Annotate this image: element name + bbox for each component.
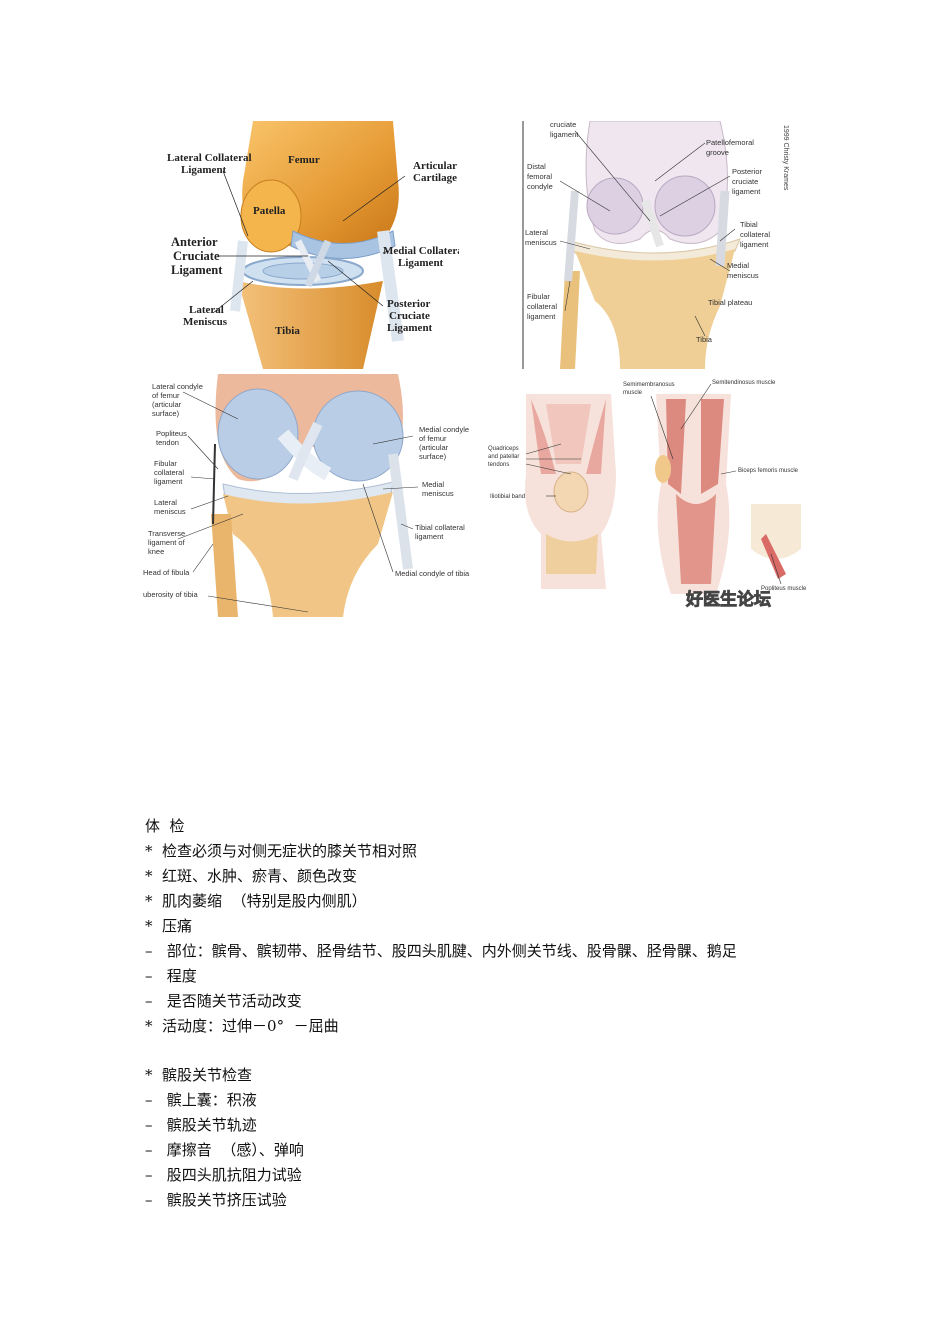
label-lat-condyle-1: Lateral condyle bbox=[152, 382, 203, 391]
label-distal-2: femoral bbox=[527, 172, 552, 181]
label-fib-coll-1: Fibular bbox=[154, 459, 177, 468]
figure-knee-muscles: Semimembranosus muscle Semitendinosus mu… bbox=[486, 374, 822, 617]
label-tibial-collateral-1: Tibial bbox=[740, 220, 758, 229]
label-pcl-2: Cruciate bbox=[389, 310, 430, 322]
label-cruciate-2: ligament bbox=[550, 130, 579, 139]
label-posterior-cruciate-3: ligament bbox=[732, 187, 761, 196]
label-med-condyle-tibia: Medial condyle of tibia bbox=[395, 569, 470, 578]
exam-line: – 程度 bbox=[145, 967, 197, 985]
label-semitendinosus: Semitendinosus muscle bbox=[712, 380, 776, 386]
patellofemoral-line: – 髌上囊：积液 bbox=[145, 1091, 257, 1109]
label-posterior-cruciate-1: Posterior bbox=[732, 167, 763, 176]
label-lat-condyle-4: surface) bbox=[152, 409, 180, 418]
figure-knee-anterior-ligaments: Lateral Collateral Ligament Femur Patell… bbox=[143, 121, 459, 369]
label-popliteus-muscle: Popliteus muscle bbox=[761, 586, 807, 592]
label-patellofemoral-2: groove bbox=[706, 148, 729, 157]
label-quadriceps-1: Quadriceps bbox=[488, 446, 519, 452]
exam-line: – 部位：髌骨、髌韧带、胫骨结节、股四头肌腱、内外侧关节线、股骨髁、胫骨髁、鹅足 bbox=[145, 942, 737, 960]
label-credit: 1999 Christy Krames bbox=[782, 125, 789, 191]
label-tibial-collateral-2: collateral bbox=[740, 230, 770, 239]
label-popliteus-1: Popliteus bbox=[156, 429, 187, 438]
exam-line: * 检查必须与对侧无症状的膝关节相对照 bbox=[145, 842, 418, 860]
label-quadriceps-3: tendons bbox=[488, 462, 509, 468]
label-mcl-1: Medial Collateral bbox=[383, 245, 459, 257]
label-medial-meniscus-2: meniscus bbox=[727, 271, 759, 280]
label-fibular-collateral-2: collateral bbox=[527, 302, 557, 311]
label-transverse-3: knee bbox=[148, 547, 164, 556]
label-distal-3: condyle bbox=[527, 182, 553, 191]
label-tibial-collateral-3: ligament bbox=[740, 240, 769, 249]
label-popliteus-2: tendon bbox=[156, 438, 179, 447]
label-acl-2: Cruciate bbox=[173, 249, 220, 263]
label-quadriceps-2: and patellar bbox=[488, 454, 519, 460]
label-head-fibula: Head of fibula bbox=[143, 568, 190, 577]
label-fibular-collateral-3: ligament bbox=[527, 312, 556, 321]
label-fib-coll-2: collateral bbox=[154, 468, 184, 477]
label-acl-1: Anterior bbox=[171, 235, 218, 249]
label-iliotibial: Iliotibial band bbox=[490, 494, 525, 500]
label-patellofemoral-1: Patellofemoral bbox=[706, 138, 754, 147]
exam-line: * 红斑、水肿、瘀青、颜色改变 bbox=[145, 867, 358, 885]
exam-line: * 活动度：过伸－0° －屈曲 bbox=[145, 1017, 339, 1035]
figure-knee-flexed-detailed: Lateral condyle of femur (articular surf… bbox=[143, 374, 485, 617]
label-tuberosity: uberosity of tibia bbox=[143, 590, 198, 599]
label-cruciate-1: cruciate bbox=[550, 121, 576, 129]
label-med-men-2: meniscus bbox=[422, 489, 454, 498]
label-tibial-plateau: Tibial plateau bbox=[708, 298, 752, 307]
label-med-condyle-3: (articular bbox=[419, 443, 449, 452]
label-lcl-1: Lateral Collateral bbox=[167, 152, 252, 164]
patella-shape bbox=[240, 179, 302, 253]
label-tibia-tr: Tibia bbox=[696, 335, 713, 344]
label-articular-1: Articular bbox=[413, 160, 457, 172]
label-biceps: Biceps femoris muscle bbox=[738, 468, 799, 474]
label-fibular-collateral-1: Fibular bbox=[527, 292, 550, 301]
exam-line: – 是否随关节活动改变 bbox=[145, 992, 302, 1010]
label-lat-men-bl-1: Lateral bbox=[154, 498, 177, 507]
label-med-men-1: Medial bbox=[422, 480, 444, 489]
label-mcl-2: Ligament bbox=[398, 257, 444, 269]
patellofemoral-line: – 摩擦音 （感）、弹响 bbox=[145, 1141, 304, 1159]
watermark: 好医生论坛 bbox=[685, 589, 771, 610]
label-tib-coll-2: ligament bbox=[415, 532, 444, 541]
label-posterior-cruciate-2: cruciate bbox=[732, 177, 758, 186]
patellofemoral-line: – 股四头肌抗阻力试验 bbox=[145, 1166, 302, 1184]
label-tib-coll-1: Tibial collateral bbox=[415, 523, 465, 532]
label-tibia: Tibia bbox=[275, 325, 300, 337]
label-patella: Patella bbox=[253, 205, 286, 217]
label-lat-men-bl-2: meniscus bbox=[154, 507, 186, 516]
label-transverse-2: ligament of bbox=[148, 538, 186, 547]
label-semimembranosus-2: muscle bbox=[623, 390, 643, 396]
exam-line: * 肌肉萎缩 （特别是股内侧肌） bbox=[145, 892, 367, 910]
figure-knee-flexed-anterior: cruciate ligament Patellofemoral groove … bbox=[520, 121, 796, 369]
exam-line: * 压痛 bbox=[145, 917, 193, 935]
label-pcl-3: Ligament bbox=[387, 322, 433, 334]
label-lat-meniscus-tr-2: meniscus bbox=[525, 238, 557, 247]
label-lat-meniscus-1: Lateral bbox=[189, 304, 224, 316]
label-medial-meniscus-1: Medial bbox=[727, 261, 749, 270]
label-lat-meniscus-2: Meniscus bbox=[183, 316, 228, 328]
section-title: 体 检 bbox=[145, 817, 185, 835]
label-articular-2: Cartilage bbox=[413, 172, 457, 184]
label-lcl-2: Ligament bbox=[181, 164, 227, 176]
label-lat-meniscus-tr-1: Lateral bbox=[525, 228, 548, 237]
label-med-condyle-4: surface) bbox=[419, 452, 447, 461]
label-distal-1: Distal bbox=[527, 162, 546, 171]
label-fib-coll-3: ligament bbox=[154, 477, 183, 486]
label-semimembranosus-1: Semimembranosus bbox=[623, 382, 675, 388]
label-lat-condyle-3: (articular bbox=[152, 400, 182, 409]
patellofemoral-line: – 髌股关节轨迹 bbox=[145, 1116, 257, 1134]
label-lat-condyle-2: of femur bbox=[152, 391, 180, 400]
label-femur: Femur bbox=[288, 154, 320, 166]
label-transverse-1: Transverse bbox=[148, 529, 185, 538]
patellofemoral-line: – 髌股关节挤压试验 bbox=[145, 1191, 287, 1209]
label-med-condyle-2: of femur bbox=[419, 434, 447, 443]
label-acl-3: Ligament bbox=[171, 263, 223, 277]
exam-section: 体 检 * 检查必须与对侧无症状的膝关节相对照 * 红斑、水肿、瘀青、颜色改变 … bbox=[145, 814, 845, 1213]
patellofemoral-line: * 髌股关节检查 bbox=[145, 1066, 253, 1084]
label-med-condyle-1: Medial condyle bbox=[419, 425, 469, 434]
label-pcl-1: Posterior bbox=[387, 298, 430, 310]
